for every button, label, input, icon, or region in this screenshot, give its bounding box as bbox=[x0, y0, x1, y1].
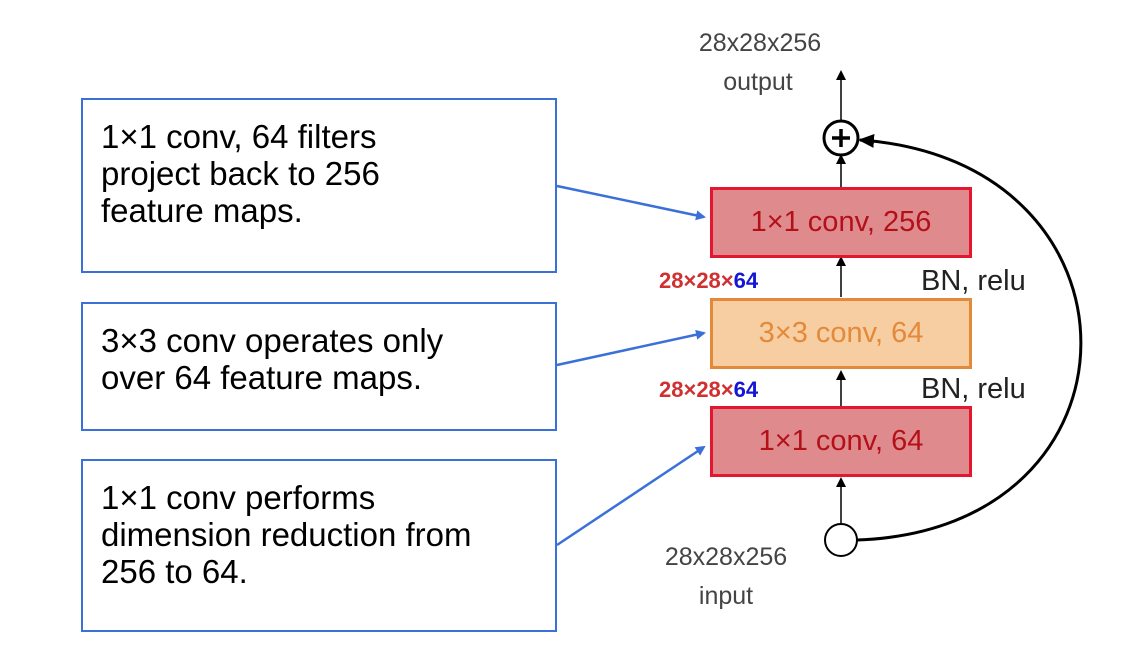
input-dims-label: 28x28x256 bbox=[664, 543, 788, 571]
layer-conv-1x1-64: 1×1 conv, 64 bbox=[710, 406, 972, 477]
input-label: input bbox=[698, 582, 754, 610]
dims-label-lower: 28×28×64 bbox=[659, 377, 759, 402]
output-label: output bbox=[723, 68, 793, 96]
activation-label-lower: BN, relu bbox=[921, 373, 1026, 405]
layer-conv-3x3-64: 3×3 conv, 64 bbox=[710, 298, 972, 369]
annotation-arrow-middle bbox=[556, 329, 706, 367]
dims-label-upper: 28×28×64 bbox=[659, 268, 759, 293]
annotation-3x3-conv: 3×3 conv operates only over 64 feature m… bbox=[81, 302, 557, 431]
skip-connection bbox=[856, 133, 1083, 542]
activation-label-upper: BN, relu bbox=[921, 265, 1026, 297]
annotation-arrow-top bbox=[556, 184, 706, 221]
annotation-dimension-reduction: 1×1 conv performs dimension reduction fr… bbox=[81, 459, 557, 632]
annotation-arrow-bottom bbox=[556, 445, 706, 547]
layer-conv-1x1-256: 1×1 conv, 256 bbox=[710, 187, 972, 258]
output-dims-label: 28x28x256 bbox=[698, 29, 822, 57]
annotation-project-back: 1×1 conv, 64 filters project back to 256… bbox=[81, 98, 557, 273]
input-node bbox=[824, 523, 858, 557]
